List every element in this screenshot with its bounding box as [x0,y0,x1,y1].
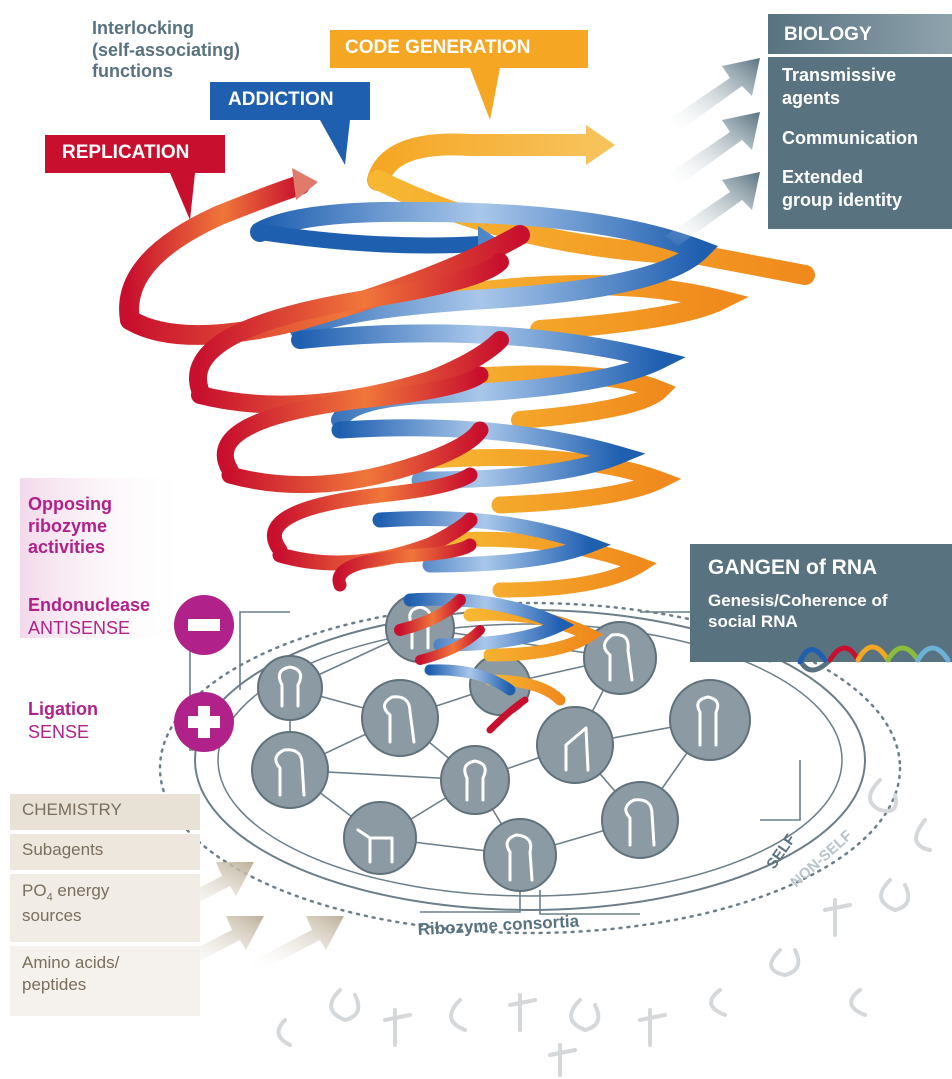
po4-suffix: energy [52,881,110,900]
gangen-subtitle-line: Genesis/Coherence of [708,591,888,610]
interlocking-line: functions [92,61,173,82]
ribozyme-activities-heading: Opposing ribozyme activities [28,494,112,559]
ribozyme-heading-line: Opposing [28,494,112,514]
ribozyme-heading-highlight [20,478,190,638]
biology-title-bar [768,14,952,54]
replication-helix [119,168,530,734]
biology-arrows [665,58,760,246]
amino-line: peptides [22,975,87,995]
replication-label: REPLICATION [62,142,190,163]
endonuclease-label: Endonuclease [28,595,151,615]
biology-item-line: Transmissive [782,65,897,85]
ribozyme-heading-line: ribozyme [28,515,108,536]
chemistry-po4-energy: PO4 energy sources [10,874,200,942]
chemistry-title: CHEMISTRY [10,794,200,830]
biology-item-line: Extended [782,167,864,187]
antisense-label: ANTISENSE [28,618,131,638]
amino-line: Amino acids/ [22,953,120,972]
gangen-subtitle-line: social RNA [708,612,798,632]
minus-circle-icon [174,595,234,655]
biology-item-communication: Communication [782,128,919,148]
biology-item-line: agents [782,87,841,108]
chemistry-amino-acids: Amino acids/ peptides [10,946,200,1016]
addiction-label: ADDICTION [228,89,334,110]
gangen-subtitle: Genesis/Coherence of social RNA [708,590,888,633]
po4-line2: sources [22,905,82,925]
biology-title: BIOLOGY [784,24,872,45]
ribozyme-heading-line: activities [28,537,106,558]
gangen-panel [690,544,952,662]
chemistry-arrow [250,916,344,972]
biology-arrow [665,112,760,186]
code-generation-label: CODE GENERATION [345,37,531,58]
ribozyme-node [583,621,657,695]
consortia-inner-ring [217,623,843,897]
interlocking-line: (self-associating) [92,39,241,60]
rna-ribbon-icon [767,644,951,673]
consortia-label: Ribozyme consortia [417,912,580,939]
free-rna-glyphs [276,778,932,1077]
ribozyme-nodes [251,593,751,892]
biology-item-transmissive: Transmissive agents [782,64,896,109]
biology-item-line: group identity [782,189,902,210]
chemistry-subagents: Subagents [10,834,200,870]
sense-label: SENSE [28,722,90,742]
ribozyme-node [536,706,614,784]
ribozyme-node [257,655,323,721]
consortia-dotted-ring [158,601,902,935]
plus-circle-icon [174,692,234,752]
ribozyme-node [361,679,439,757]
replication-callout [45,135,225,220]
ribozyme-node [251,731,329,809]
ribozyme-node [440,745,510,815]
po4-subscript: 4 [46,891,53,904]
gangen-title: GANGEN of RNA [708,556,878,579]
ligation-label: Ligation [28,699,98,719]
stem-loop-glyphs [274,605,720,882]
ribozyme-node [483,818,557,892]
addiction-callout [210,82,370,165]
non-self-label: NON-SELF [787,827,855,891]
po4-line: PO4 energy [22,880,188,905]
interlocking-line: Interlocking [92,18,195,38]
biology-item-group-identity: Extended group identity [782,166,902,211]
ribozyme-node [601,781,679,859]
biology-arrow [665,172,760,246]
ribozyme-node [669,679,751,761]
interlocking-functions-label: Interlocking (self-associating) function… [92,18,240,83]
biology-arrow [665,58,760,132]
biology-panel [768,57,952,229]
po4-prefix: PO [22,881,47,900]
code-generation-callout [330,30,588,120]
function-callouts [45,30,588,220]
